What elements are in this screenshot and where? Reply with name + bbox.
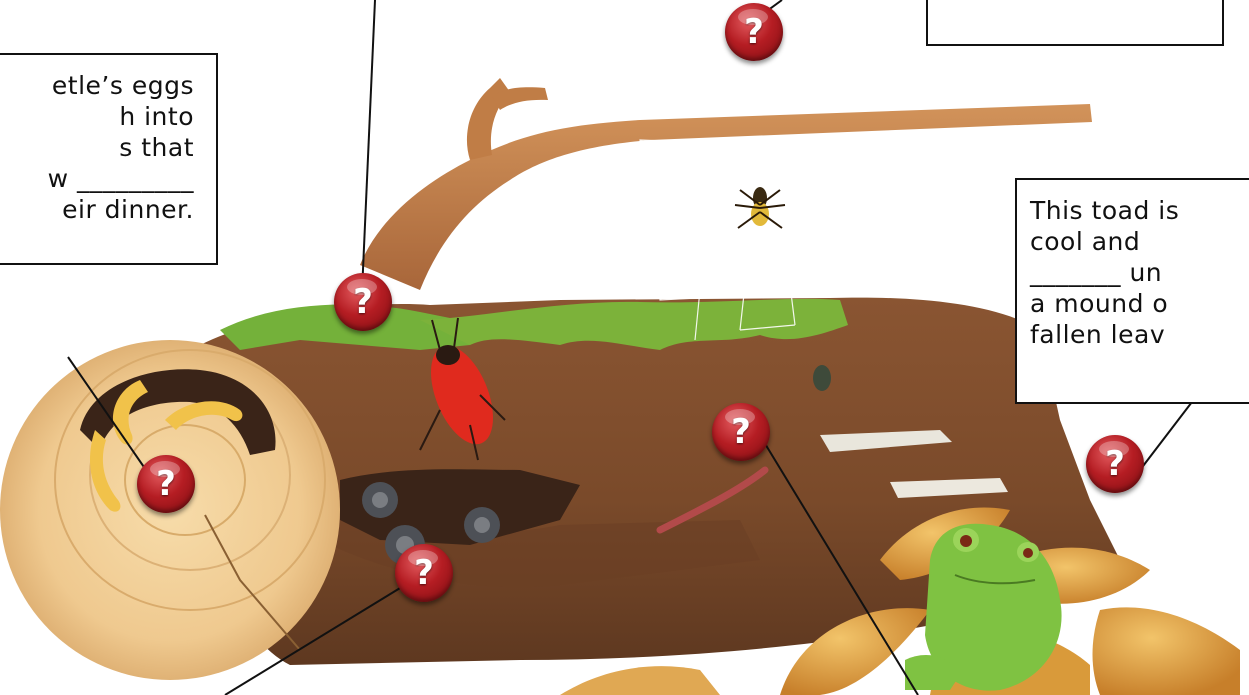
question-hotspot-millipedes[interactable]: ? — [395, 544, 453, 602]
question-hotspot-log-end[interactable]: ? — [137, 455, 195, 513]
callout-line: h into — [0, 101, 216, 132]
callout-top-right-empty — [926, 0, 1224, 46]
callout-line: etle’s eggs — [0, 70, 216, 101]
callout-line: w _________ — [0, 163, 216, 194]
callout-toad: This toad is cool and _______ un a mound… — [1015, 178, 1249, 404]
question-hotspot-moss[interactable]: ? — [334, 273, 392, 331]
callout-line: cool and — [1030, 226, 1249, 257]
question-hotspot-top-center[interactable]: ? — [725, 3, 783, 61]
callout-line: eir dinner. — [0, 194, 216, 225]
branch — [360, 78, 1092, 290]
question-hotspot-toad[interactable]: ? — [1086, 435, 1144, 493]
callout-line: This toad is — [1030, 195, 1249, 226]
callout-line: s that — [0, 132, 216, 163]
question-hotspot-centipede[interactable]: ? — [712, 403, 770, 461]
callout-line: fallen leav — [1030, 319, 1249, 350]
callout-line: a mound o — [1030, 288, 1249, 319]
small-beetle — [813, 365, 831, 391]
callout-line: _______ un — [1030, 257, 1249, 288]
callout-beetle-eggs: etle’s eggs h into s that w _________ ei… — [0, 53, 218, 265]
